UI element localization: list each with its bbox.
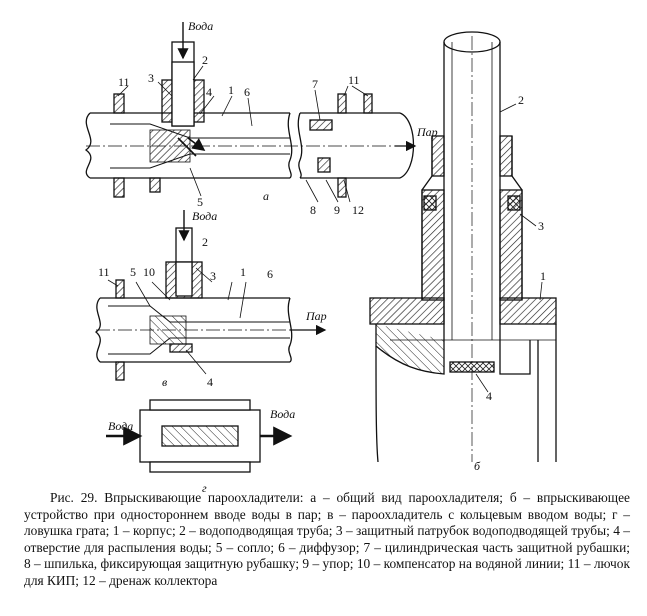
label-water-g-out: Вода: [270, 407, 295, 421]
view-g-caption: г: [202, 481, 207, 495]
label-steam-v: Пар: [305, 309, 327, 323]
label-1b: 1: [240, 265, 246, 279]
label-10: 10: [143, 265, 155, 279]
label-4c: 4: [486, 389, 492, 403]
label-9: 9: [334, 203, 340, 217]
label-4b: 4: [207, 375, 213, 389]
label-5: 5: [197, 195, 203, 209]
label-3: 3: [148, 71, 154, 85]
label-3b: 3: [210, 269, 216, 283]
label-water-v: Вода: [192, 209, 217, 223]
view-v: [94, 210, 327, 381]
label-1: 1: [228, 83, 234, 97]
label-2b: 2: [202, 235, 208, 249]
label-water-a: Вода: [188, 19, 213, 33]
label-3c: 3: [538, 219, 544, 233]
label-2c: 2: [518, 93, 524, 107]
label-7: 7: [312, 77, 318, 91]
label-11: 11: [118, 75, 130, 89]
view-g-labels: Вода Вода г: [108, 407, 295, 495]
label-6: 6: [244, 85, 250, 99]
view-a-caption: а: [263, 189, 269, 203]
view-a: [84, 22, 417, 203]
label-2: 2: [202, 53, 208, 67]
view-g: [106, 399, 293, 473]
view-v-caption: в: [162, 375, 167, 389]
view-v-labels: 11 5 10 2 3 1 6 4 Вода Пар в: [98, 209, 327, 389]
view-b: [369, 31, 557, 463]
label-1c: 1: [540, 269, 546, 283]
label-11b: 11: [348, 73, 360, 87]
label-5b: 5: [130, 265, 136, 279]
view-a-labels: 11 3 2 4 1 6 7 11 5 8 9 12 Вода Пар а: [118, 19, 438, 217]
view-b-labels: 2 3 1 4 б: [474, 93, 546, 473]
label-6b: 6: [267, 267, 273, 281]
label-water-g-in: Вода: [108, 419, 133, 433]
view-b-caption: б: [474, 459, 481, 473]
label-12: 12: [352, 203, 364, 217]
caption-text: Рис. 29. Впрыскивающие пароохладители: а…: [24, 490, 630, 588]
figure-caption: Рис. 29. Впрыскивающие пароохладители: а…: [24, 490, 630, 589]
label-11c: 11: [98, 265, 110, 279]
label-4: 4: [206, 85, 212, 99]
label-8: 8: [310, 203, 316, 217]
